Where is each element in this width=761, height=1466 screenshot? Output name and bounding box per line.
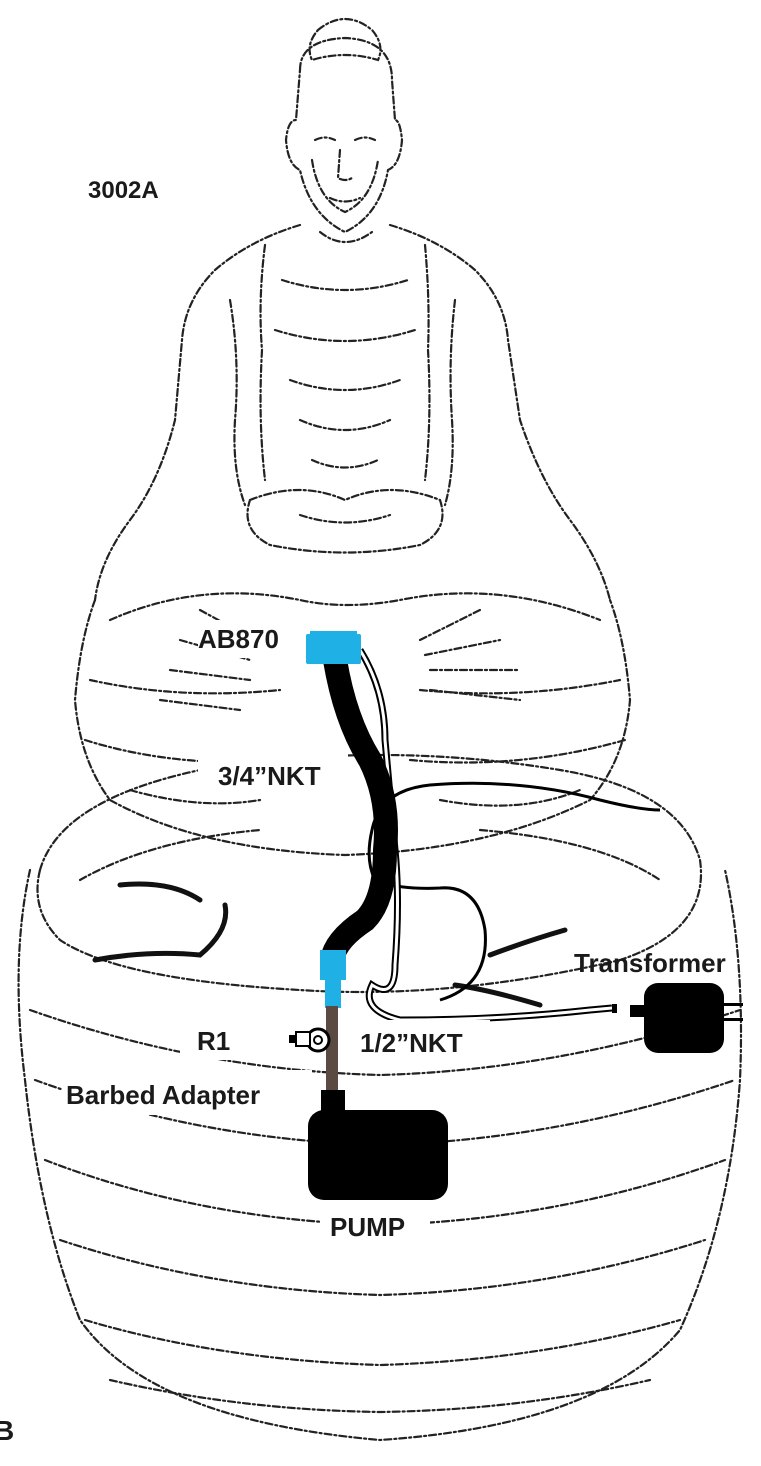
main-tubing-label: 3/4”NKT: [218, 761, 321, 791]
pump-label: PUMP: [330, 1212, 405, 1242]
three-quarter-inch-tubing: [332, 660, 386, 960]
reducer-coupling: [320, 950, 346, 980]
model-label: 3002A: [88, 177, 159, 204]
transformer-label: Transformer: [574, 948, 726, 978]
r1-label: R1: [197, 1026, 230, 1056]
barbed-adapter-label: Barbed Adapter: [66, 1080, 260, 1110]
half-inch-tubing: [326, 1006, 338, 1098]
transformer-icon: [612, 983, 743, 1053]
ab870-label: AB870: [198, 624, 279, 654]
pump-body: [308, 1110, 448, 1200]
ab870-fitting: [306, 634, 361, 664]
pump-tubing-label: 1/2”NKT: [360, 1028, 463, 1058]
corner-letter-label: B: [0, 1415, 14, 1446]
r1-flow-regulator: [289, 1029, 329, 1051]
